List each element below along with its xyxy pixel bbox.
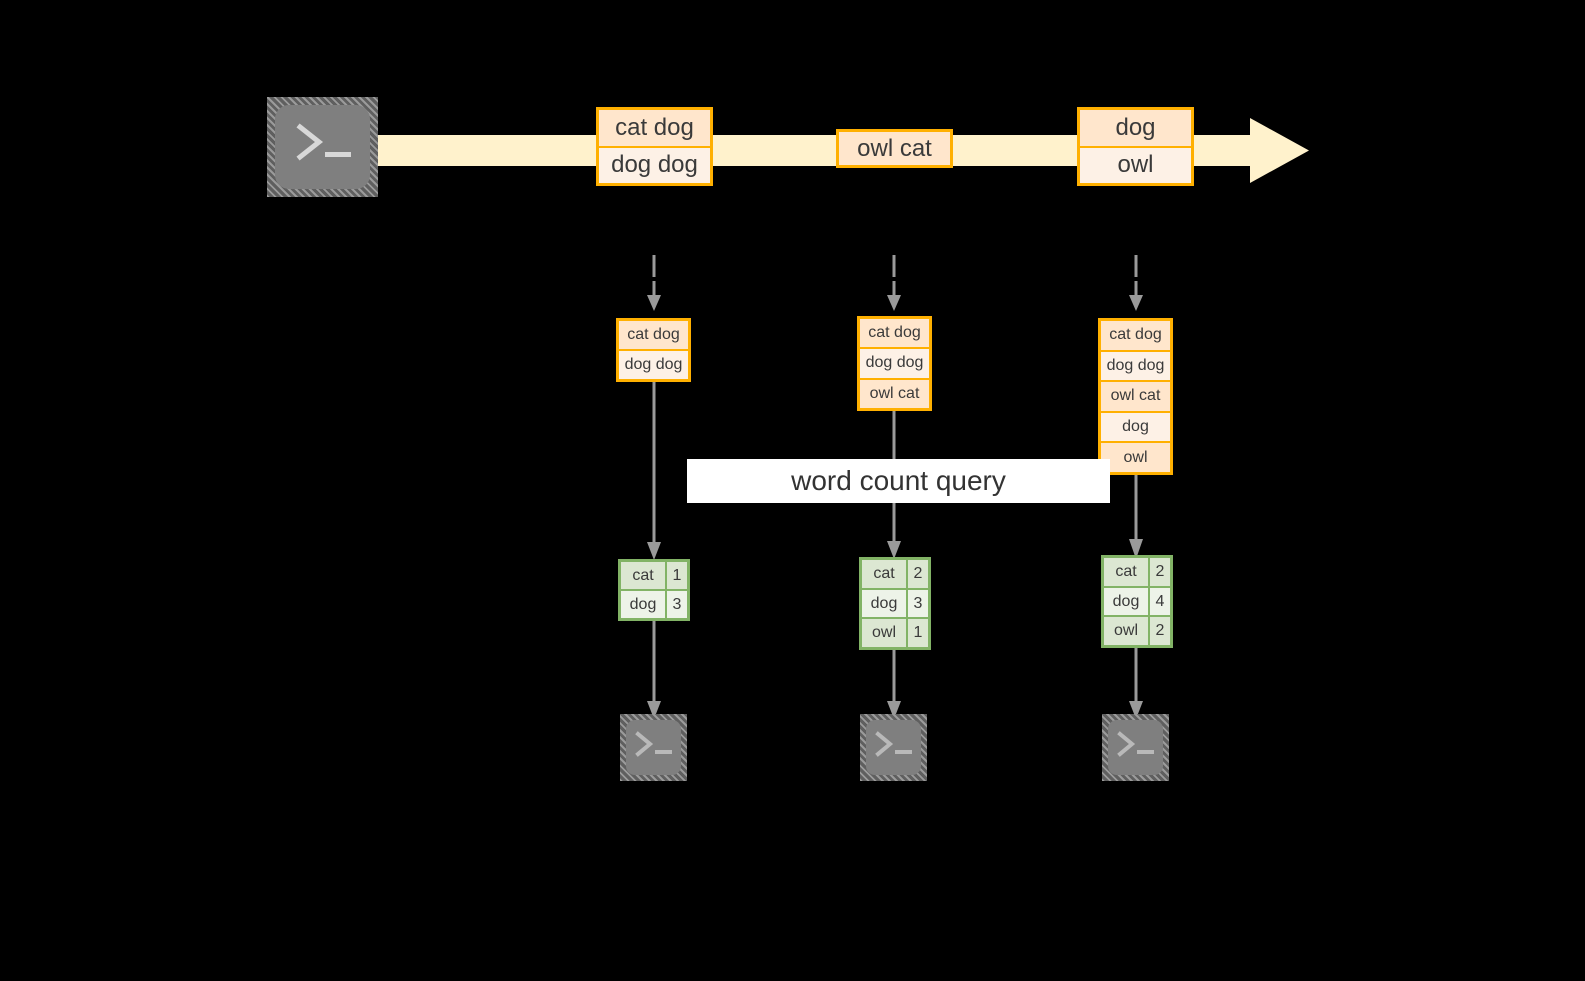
result-count: 3 xyxy=(667,591,687,618)
result-count: 1 xyxy=(908,619,928,647)
stream-batch-3[interactable]: dog owl xyxy=(1077,107,1194,186)
result-count: 1 xyxy=(667,562,687,589)
result-table-2-row-1: cat 2 xyxy=(862,560,928,590)
connector-result-to-sink-2 xyxy=(886,650,902,721)
accumulated-1-line-2: dog dog xyxy=(619,351,688,379)
result-count: 4 xyxy=(1150,587,1170,616)
stream-batch-1-line-1: cat dog xyxy=(599,110,710,148)
connector-stream-to-accum-1 xyxy=(646,255,662,317)
result-table-1-row-1: cat 1 xyxy=(621,562,687,591)
result-table-3-row-2: dog 4 xyxy=(1104,587,1170,618)
stream-batch-1[interactable]: cat dog dog dog xyxy=(596,107,713,186)
accumulated-box-3[interactable]: cat dog dog dog owl cat dog owl xyxy=(1098,318,1173,475)
terminal-prompt-icon xyxy=(875,731,912,757)
result-word: cat xyxy=(621,562,667,589)
result-table-2-row-3: owl 1 xyxy=(862,619,928,647)
stream-batch-2-line-1: owl cat xyxy=(839,132,950,165)
stream-batch-1-line-2: dog dog xyxy=(599,147,710,183)
result-table-1-row-2: dog 3 xyxy=(621,591,687,618)
stream-batch-3-line-1: dog xyxy=(1080,110,1191,148)
stream-batch-3-line-2: owl xyxy=(1080,147,1191,183)
connector-accum-to-result-3 xyxy=(1128,475,1144,561)
accumulated-2-line-1: cat dog xyxy=(860,319,929,350)
source-terminal[interactable] xyxy=(267,97,378,197)
terminal-prompt-icon xyxy=(296,123,351,161)
result-table-1[interactable]: cat 1 dog 3 xyxy=(618,559,690,621)
result-table-3[interactable]: cat 2 dog 4 owl 2 xyxy=(1101,555,1173,648)
connector-result-to-sink-3 xyxy=(1128,648,1144,721)
connector-accum-to-result-1 xyxy=(646,382,662,564)
terminal-prompt-icon xyxy=(635,731,672,757)
sink-terminal-1-screen xyxy=(626,720,681,775)
accumulated-3-line-3: owl cat xyxy=(1101,382,1170,413)
sink-terminal-2-screen xyxy=(866,720,921,775)
result-table-2[interactable]: cat 2 dog 3 owl 1 xyxy=(859,557,931,650)
sink-terminal-2[interactable] xyxy=(860,714,927,781)
result-word: cat xyxy=(1104,558,1150,586)
result-word: dog xyxy=(862,589,908,618)
result-table-3-row-1: cat 2 xyxy=(1104,558,1170,588)
result-word: dog xyxy=(1104,587,1150,616)
result-word: cat xyxy=(862,560,908,588)
result-count: 2 xyxy=(908,560,928,588)
source-terminal-screen xyxy=(275,105,370,189)
accumulated-box-2[interactable]: cat dog dog dog owl cat xyxy=(857,316,932,411)
terminal-prompt-icon xyxy=(1117,731,1154,757)
accumulated-2-line-3: owl cat xyxy=(860,379,929,408)
result-count: 2 xyxy=(1150,617,1170,645)
result-word: owl xyxy=(1104,617,1150,645)
connector-stream-to-accum-2 xyxy=(886,255,902,317)
result-table-2-row-2: dog 3 xyxy=(862,589,928,620)
accumulated-3-line-1: cat dog xyxy=(1101,321,1170,352)
result-word: dog xyxy=(621,591,667,618)
query-label: word count query xyxy=(687,459,1110,503)
sink-terminal-3-screen xyxy=(1108,720,1163,775)
accumulated-1-line-1: cat dog xyxy=(619,321,688,351)
sink-terminal-3[interactable] xyxy=(1102,714,1169,781)
result-count: 2 xyxy=(1150,558,1170,586)
accumulated-2-line-2: dog dog xyxy=(860,349,929,380)
sink-terminal-1[interactable] xyxy=(620,714,687,781)
accumulated-3-line-5: owl xyxy=(1101,443,1170,472)
accumulated-3-line-2: dog dog xyxy=(1101,351,1170,383)
stream-batch-2[interactable]: owl cat xyxy=(836,129,953,168)
result-table-3-row-3: owl 2 xyxy=(1104,617,1170,645)
connector-result-to-sink-1 xyxy=(646,621,662,721)
accumulated-box-1[interactable]: cat dog dog dog xyxy=(616,318,691,382)
connector-stream-to-accum-3 xyxy=(1128,255,1144,317)
result-word: owl xyxy=(862,619,908,647)
result-count: 3 xyxy=(908,589,928,618)
accumulated-3-line-4: dog xyxy=(1101,412,1170,444)
